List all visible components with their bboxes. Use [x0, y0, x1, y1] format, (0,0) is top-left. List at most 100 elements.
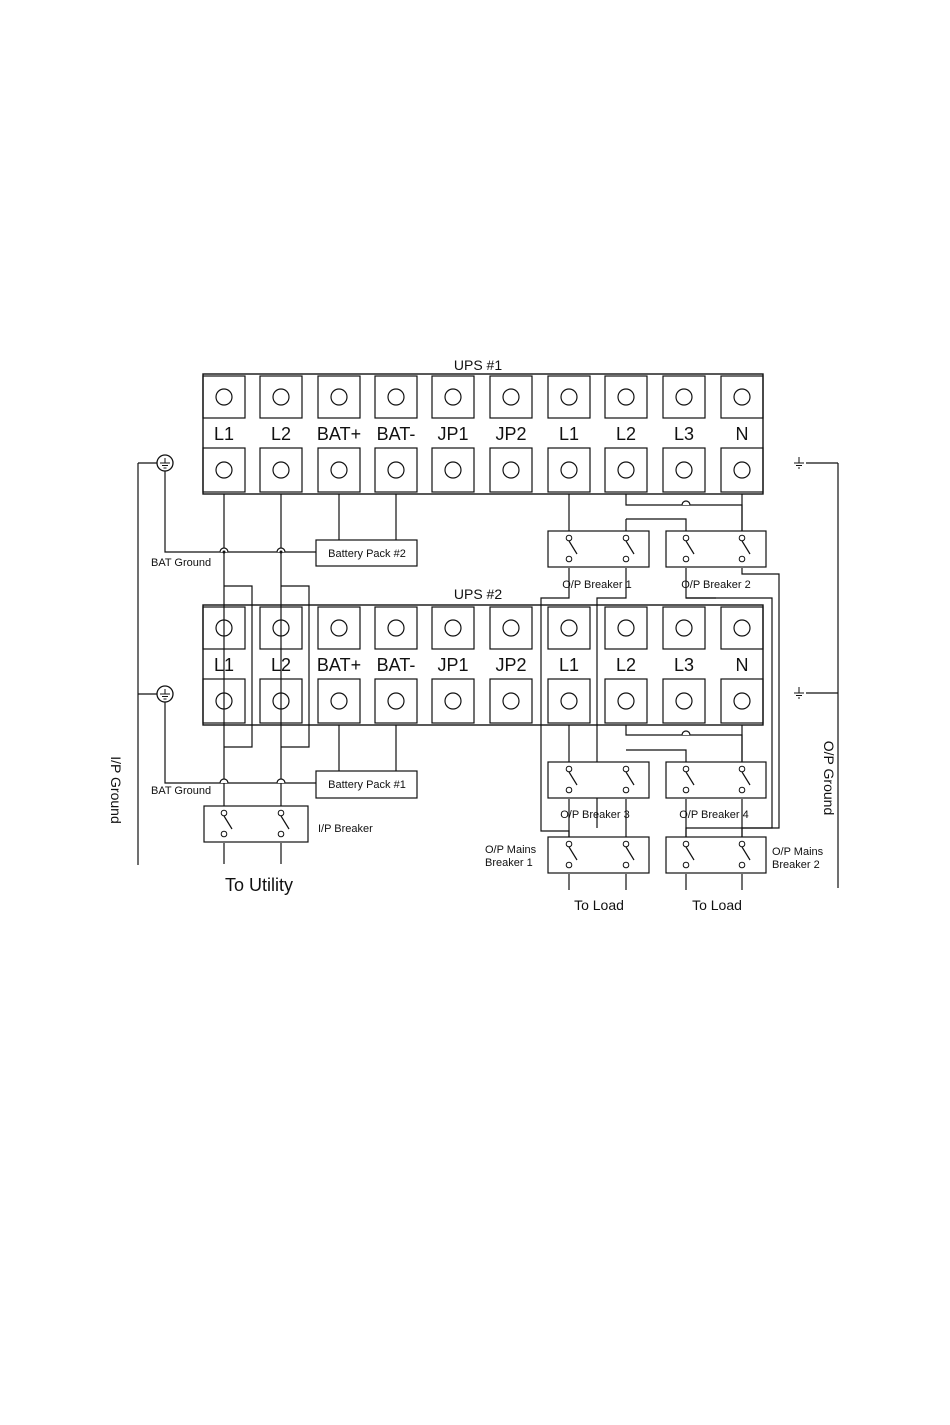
ip-breaker-pole-contact: [221, 831, 227, 837]
terminal-screw-box-bottom: [375, 448, 417, 492]
to-utility-label: To Utility: [225, 875, 293, 895]
ip-breaker-pole-contact: [278, 810, 284, 816]
terminal-label: L1: [559, 655, 579, 675]
terminal-screw-box-bottom: [318, 448, 360, 492]
terminal-screw-bottom: [676, 462, 692, 478]
terminal-label: JP1: [437, 424, 468, 444]
wire: [626, 750, 686, 762]
terminal-screw-top: [331, 620, 347, 636]
wire: [626, 725, 742, 762]
wire: [686, 598, 772, 837]
junction-dot: [223, 551, 226, 554]
terminal-screw-box-bottom: [432, 448, 474, 492]
terminal-screw-box-bottom: [375, 679, 417, 723]
terminal-screw-bottom: [388, 693, 404, 709]
terminal-screw-bottom: [331, 462, 347, 478]
terminal-screw-top: [734, 389, 750, 405]
op-breaker-4-pole-contact: [739, 766, 745, 772]
terminal-label: L3: [674, 424, 694, 444]
terminal-label: N: [736, 424, 749, 444]
ip-breaker-pole-contact: [278, 831, 284, 837]
terminal-screw-box-bottom: [203, 448, 245, 492]
op-breaker-2-pole-contact: [683, 535, 689, 541]
terminal-screw-box-top: [375, 376, 417, 418]
op-breaker-1-pole-contact: [566, 535, 572, 541]
terminal-screw-box-top: [721, 376, 763, 418]
op-breaker-3: [548, 762, 649, 798]
wire: [626, 494, 742, 531]
op-breaker-1: [548, 531, 649, 567]
terminal-screw-bottom: [734, 462, 750, 478]
op-breaker-3-pole-contact: [566, 787, 572, 793]
op-mains-breaker-2-pole-contact: [683, 841, 689, 847]
terminal-screw-box-top: [318, 376, 360, 418]
battery-pack-1-label: Battery Pack #1: [328, 779, 406, 791]
wire: [165, 702, 318, 783]
terminal-label: L1: [559, 424, 579, 444]
op-breaker-2-pole-contact: [739, 556, 745, 562]
op-mains-breaker-1-pole-contact: [566, 862, 572, 868]
ups-2-title: UPS #2: [454, 586, 502, 602]
terminal-screw-box-bottom: [490, 448, 532, 492]
wire-crossover: [220, 779, 228, 783]
terminal-screw-box-top: [548, 376, 590, 418]
terminal-screw-box-top: [432, 376, 474, 418]
ups-1-terminal-block: L1L2BAT+BAT-JP1JP2L1L2L3N: [203, 374, 763, 494]
op-breaker-3-pole-contact: [623, 766, 629, 772]
terminal-label: L1: [214, 424, 234, 444]
terminal-label: N: [736, 655, 749, 675]
terminal-screw-bottom: [561, 462, 577, 478]
terminal-screw-top: [676, 620, 692, 636]
terminal-screw-box-bottom: [721, 679, 763, 723]
wire: [626, 519, 686, 531]
op-breaker-4-pole-contact: [683, 787, 689, 793]
op-breaker-4: [666, 762, 766, 798]
terminal-label: JP2: [495, 424, 526, 444]
wire: [165, 471, 318, 552]
terminal-screw-bottom: [331, 693, 347, 709]
op-mains-breaker-1-pole-contact: [623, 841, 629, 847]
terminal-screw-bottom: [445, 693, 461, 709]
op-mains-breaker-1-pole-contact: [566, 841, 572, 847]
op-breaker-4-label: O/P Breaker 4: [679, 809, 749, 821]
terminal-screw-box-bottom: [605, 679, 647, 723]
terminal-screw-top: [331, 389, 347, 405]
terminal-screw-box-bottom: [490, 679, 532, 723]
op-breaker-2-pole-contact: [739, 535, 745, 541]
bat-ground-label-bottom: BAT Ground: [151, 785, 211, 797]
terminal-screw-box-bottom: [721, 448, 763, 492]
wire-crossover: [682, 731, 690, 735]
junction-dot: [280, 551, 283, 554]
op-breaker-1-pole-contact: [566, 556, 572, 562]
terminal-screw-box-bottom: [605, 448, 647, 492]
to-load-1-label: To Load: [574, 897, 624, 913]
terminal-screw-bottom: [503, 693, 519, 709]
op-breaker-2-label: O/P Breaker 2: [681, 579, 751, 591]
terminal-screw-top: [388, 389, 404, 405]
to-load-2-label: To Load: [692, 897, 742, 913]
terminal-screw-box-top: [490, 607, 532, 649]
wire-crossover: [682, 501, 690, 505]
terminal-screw-bottom: [618, 693, 634, 709]
terminal-screw-bottom: [445, 462, 461, 478]
terminal-screw-box-top: [203, 376, 245, 418]
op-breaker-2: [666, 531, 766, 567]
terminal-screw-bottom: [273, 462, 289, 478]
op-ground-label: O/P Ground: [821, 741, 837, 815]
terminal-screw-box-top: [663, 607, 705, 649]
terminal-screw-bottom: [216, 462, 232, 478]
terminal-screw-box-bottom: [548, 448, 590, 492]
op-breaker-1-pole-contact: [623, 535, 629, 541]
op-mains-breaker-2-label-line2: Breaker 2: [772, 859, 820, 871]
terminal-screw-box-bottom: [260, 448, 302, 492]
terminal-screw-box-bottom: [663, 679, 705, 723]
terminal-screw-box-top: [663, 376, 705, 418]
terminal-screw-bottom: [503, 462, 519, 478]
op-breaker-2-pole-contact: [683, 556, 689, 562]
op-breaker-4-pole-contact: [739, 787, 745, 793]
terminal-screw-box-top: [318, 607, 360, 649]
terminal-label: BAT-: [377, 655, 416, 675]
terminal-label: L1: [214, 655, 234, 675]
terminal-screw-bottom: [388, 462, 404, 478]
